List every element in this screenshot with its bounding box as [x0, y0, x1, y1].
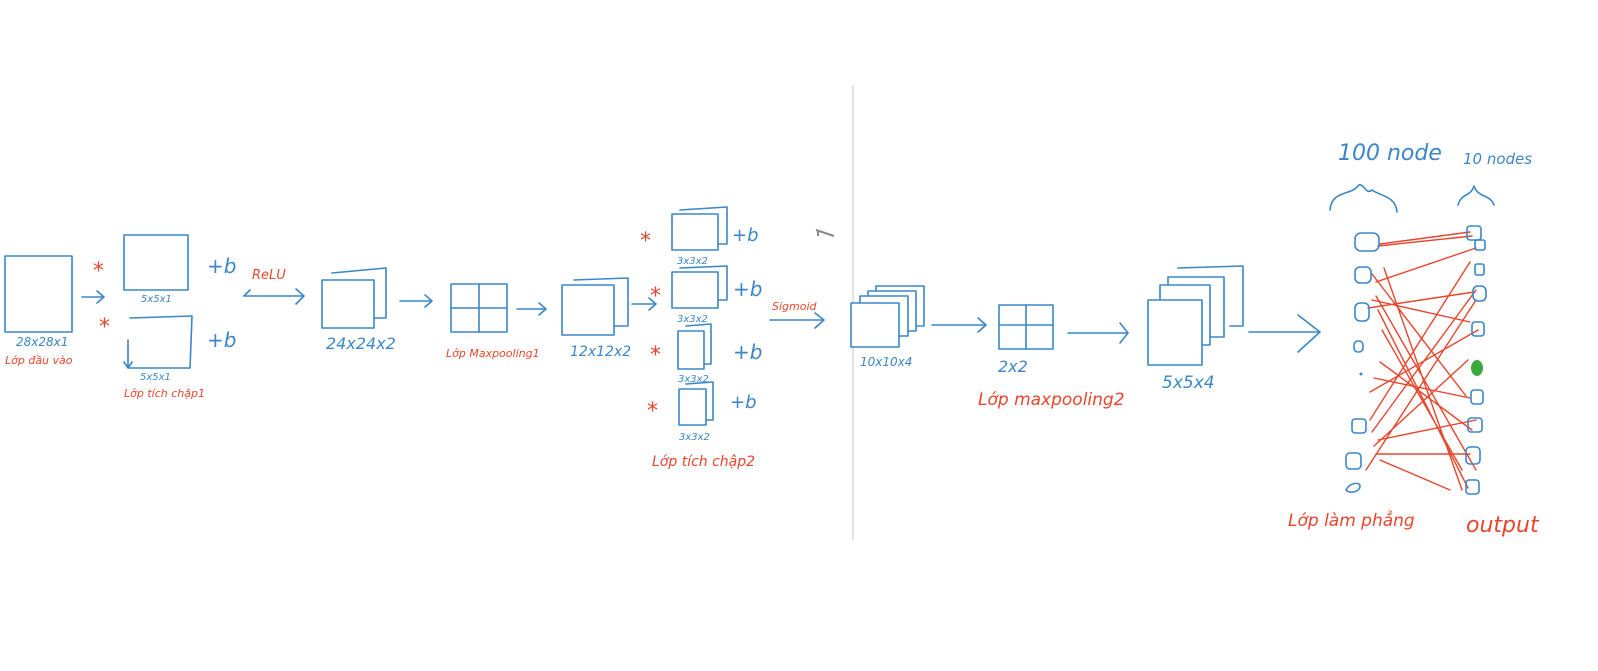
arrow-right-icon	[81, 290, 105, 304]
maxpool1-label: Lớp Maxpooling1	[446, 347, 540, 360]
conv2-kernel-4: * +b 3x3x2	[647, 381, 757, 443]
input-size-label: 28x28x1	[16, 335, 68, 349]
flatten-layer-label: Lớp làm phẳng	[1288, 510, 1415, 531]
conv2-output-maps	[850, 285, 925, 348]
kernel2-size: 3x3x2	[677, 314, 708, 325]
pool1-output-maps	[561, 277, 629, 336]
bias-label: +b	[733, 340, 762, 364]
conv2-kernel-3: * +b 3x3x2	[650, 323, 762, 385]
flatten-node	[1351, 418, 1367, 434]
maxpool2-label: Lớp maxpooling2	[978, 390, 1125, 410]
output-nodes	[1465, 225, 1487, 495]
ellipsis-dot	[1359, 372, 1363, 376]
flatten-node	[1345, 482, 1361, 493]
maxpool2-grid	[998, 304, 1054, 350]
pool2-output-size: 5x5x4	[1162, 373, 1215, 393]
output-node	[1472, 285, 1487, 302]
flatten-node	[1354, 302, 1370, 322]
flatten-node	[1354, 232, 1380, 252]
arrow-right-icon	[931, 317, 987, 333]
arrow-right-icon	[1248, 314, 1321, 353]
kernel1-top-size: 5x5x1	[141, 294, 172, 305]
input-layer: 28x28x1 Lớp đầu vào	[4, 255, 73, 367]
conv2-kernel-2: * +b 3x3x2	[650, 265, 762, 325]
output-node	[1465, 479, 1480, 495]
bias-label: +b	[207, 328, 236, 352]
conv1-output-maps	[321, 267, 387, 329]
input-square	[4, 255, 73, 333]
arrow-right-icon	[243, 288, 305, 305]
output-node	[1467, 417, 1483, 433]
kernel1-bottom	[123, 315, 193, 369]
output-node	[1466, 225, 1482, 241]
output-brace	[1457, 185, 1495, 206]
pool2-output-maps	[1147, 265, 1244, 366]
output-node	[1470, 389, 1484, 405]
asterisk-icon: *	[640, 229, 651, 254]
conv2-layer-label: Lớp tích chập2	[652, 454, 755, 470]
pool1-output-size: 12x12x2	[570, 344, 631, 360]
arrow-right-icon	[516, 302, 547, 316]
relu-label: ReLU	[252, 268, 286, 283]
asterisk-icon: *	[650, 343, 661, 368]
sigmoid-label: Sigmoid	[772, 300, 818, 313]
dense-connections	[1365, 231, 1479, 491]
output-count-label: 10 nodes	[1463, 150, 1532, 168]
input-layer-label: Lớp đầu vào	[5, 354, 73, 367]
flatten-node	[1354, 266, 1372, 284]
output-node	[1471, 321, 1485, 337]
bias-label: +b	[207, 254, 236, 278]
output-node	[1474, 239, 1486, 251]
arrow-right-icon	[631, 297, 657, 311]
flatten-count-label: 100 node	[1338, 141, 1442, 166]
kernel2-size: 3x3x2	[679, 432, 710, 443]
flatten-node	[1345, 452, 1362, 470]
asterisk-icon: *	[93, 259, 104, 284]
arrow-right-icon	[769, 312, 825, 329]
asterisk-icon: *	[650, 284, 661, 309]
arrow-right-icon	[1067, 322, 1129, 344]
pool-size-label: 2x2	[998, 357, 1028, 376]
asterisk-icon: *	[99, 315, 110, 340]
flatten-nodes	[1345, 232, 1380, 493]
stray-mark	[815, 229, 835, 237]
flatten-brace	[1329, 183, 1398, 213]
output-node	[1465, 446, 1481, 465]
kernel1-bottom-size: 5x5x1	[140, 372, 171, 383]
bias-label: +b	[733, 277, 762, 301]
conv1-layer-label: Lớp tích chập1	[124, 387, 205, 400]
conv2-output-size: 10x10x4	[860, 355, 912, 369]
kernel2-size: 3x3x2	[678, 374, 709, 385]
output-node-active	[1471, 360, 1483, 376]
maxpool1-grid	[450, 283, 508, 333]
arrow-right-icon	[399, 294, 433, 308]
output-node	[1474, 263, 1485, 276]
flatten-node	[1353, 340, 1364, 353]
bias-label: +b	[730, 392, 757, 413]
asterisk-icon: *	[647, 399, 658, 424]
kernel2-size: 3x3x2	[677, 256, 708, 267]
conv1-output-size: 24x24x2	[326, 334, 396, 353]
bias-label: +b	[732, 225, 759, 246]
kernel1-top	[123, 234, 189, 291]
output-layer-label: output	[1466, 513, 1540, 538]
conv2-kernel-1: * +b 3x3x2	[640, 206, 759, 267]
